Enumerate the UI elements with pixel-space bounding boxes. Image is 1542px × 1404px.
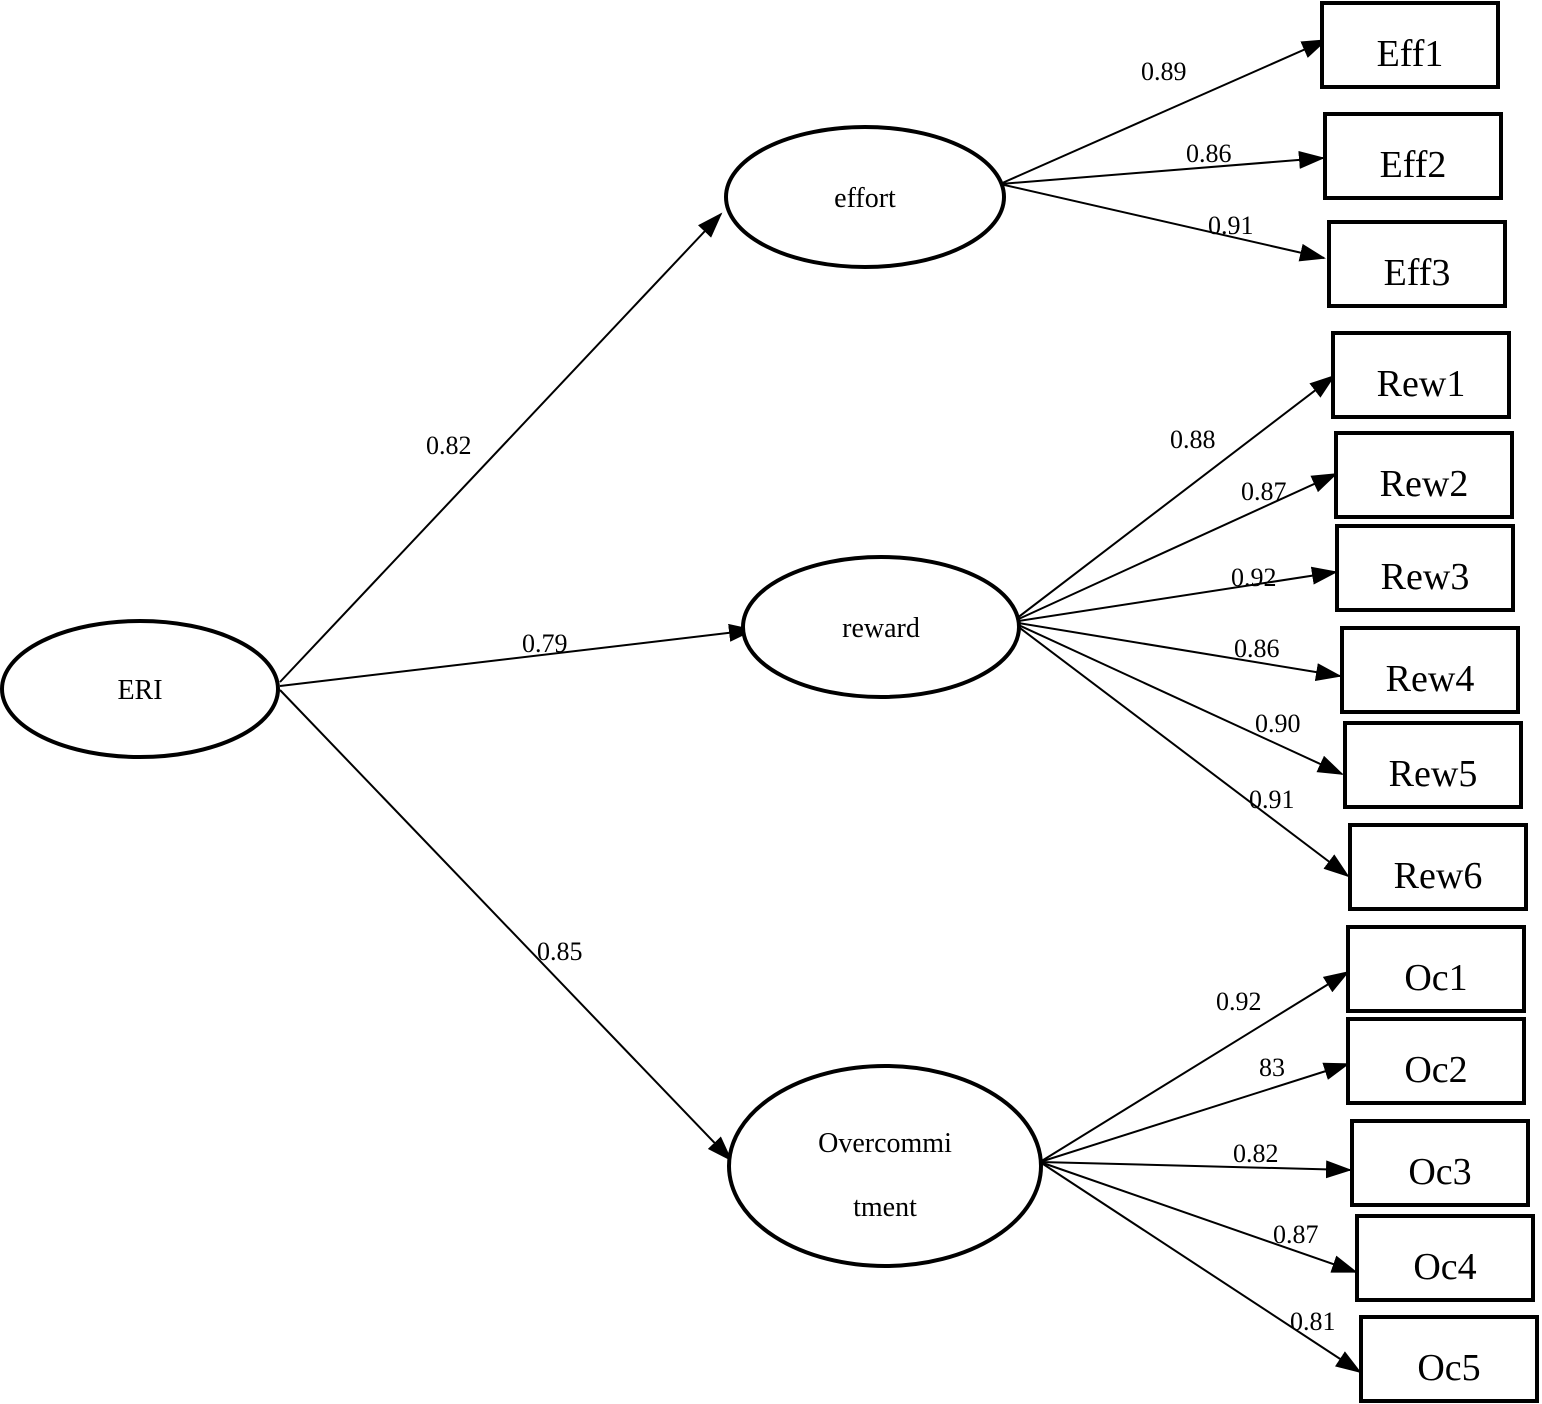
rew1-label: Rew1 xyxy=(1377,363,1466,405)
observed-rew5: Rew5 xyxy=(1343,721,1523,809)
observed-eff3: Eff3 xyxy=(1327,220,1507,308)
coef-reward-rew5: 0.90 xyxy=(1255,709,1301,738)
path-overcommitment-oc1 xyxy=(1039,970,1350,1163)
latent-effort: effort xyxy=(724,125,1006,269)
coef-eri-effort: 0.82 xyxy=(426,431,472,460)
latent-eri: ERI xyxy=(0,619,280,759)
coef-overcommitment-oc5: 0.81 xyxy=(1290,1307,1336,1336)
path-effort-eff1 xyxy=(999,39,1328,185)
eri-label: ERI xyxy=(117,675,162,706)
observed-rew4: Rew4 xyxy=(1340,626,1520,714)
oc5-box xyxy=(1359,1315,1539,1403)
oc2-label: Oc2 xyxy=(1404,1049,1467,1091)
coef-effort-eff3: 0.91 xyxy=(1208,211,1254,240)
observed-rew6: Rew6 xyxy=(1348,823,1528,911)
eff2-label: Eff2 xyxy=(1380,144,1447,186)
edges xyxy=(279,39,1362,1374)
oc2-box xyxy=(1346,1017,1526,1105)
observed-oc4: Oc4 xyxy=(1355,1214,1535,1302)
path-overcommitment-oc2 xyxy=(1039,1062,1350,1163)
oc1-box xyxy=(1346,925,1526,1013)
effort-label: effort xyxy=(834,183,896,214)
coef-reward-rew2: 0.87 xyxy=(1241,477,1287,506)
eff2-box xyxy=(1323,112,1503,200)
rew6-box xyxy=(1348,823,1528,911)
overcommitment-label-line1: Overcommi xyxy=(818,1128,952,1159)
overcommitment-ellipse xyxy=(727,1064,1043,1268)
path-overcommitment-oc5 xyxy=(1039,1161,1362,1374)
rew4-box xyxy=(1340,626,1520,714)
path-effort-eff3 xyxy=(999,183,1326,262)
coef-overcommitment-oc1: 0.92 xyxy=(1216,987,1262,1016)
coef-reward-rew1: 0.88 xyxy=(1170,425,1216,454)
path-reward-rew5 xyxy=(1011,621,1344,775)
rew3-box xyxy=(1335,524,1515,612)
rew5-box xyxy=(1343,721,1523,809)
oc5-label: Oc5 xyxy=(1417,1347,1480,1389)
latent-reward: reward xyxy=(741,555,1021,699)
coefficients: 0.82 0.79 0.85 0.89 0.86 0.91 0.88 0.87 … xyxy=(426,57,1336,1336)
rew2-box xyxy=(1334,431,1514,519)
rew4-label: Rew4 xyxy=(1386,658,1475,700)
path-reward-rew4 xyxy=(1011,621,1342,681)
path-effort-eff2 xyxy=(999,150,1325,185)
latent-overcommitment: Overcommi tment xyxy=(727,1064,1043,1268)
eri-ellipse xyxy=(0,619,280,759)
rew2-label: Rew2 xyxy=(1380,463,1469,505)
reward-ellipse xyxy=(741,555,1021,699)
coef-reward-rew3: 0.92 xyxy=(1231,563,1277,592)
path-reward-rew1 xyxy=(1011,374,1336,623)
path-overcommitment-oc3 xyxy=(1039,1160,1352,1179)
effort-ellipse xyxy=(724,125,1006,269)
oc3-label: Oc3 xyxy=(1408,1151,1471,1193)
rew6-label: Rew6 xyxy=(1394,855,1483,897)
rew5-label: Rew5 xyxy=(1389,753,1478,795)
path-reward-rew3 xyxy=(1011,566,1338,623)
coef-effort-eff1: 0.89 xyxy=(1141,57,1187,86)
oc1-label: Oc1 xyxy=(1404,957,1467,999)
path-eri-overcommitment xyxy=(279,689,733,1162)
eff1-box xyxy=(1320,1,1500,89)
oc4-box xyxy=(1355,1214,1535,1302)
coef-overcommitment-oc2: 83 xyxy=(1259,1053,1285,1082)
observed-oc3: Oc3 xyxy=(1350,1119,1530,1207)
oc4-label: Oc4 xyxy=(1413,1246,1476,1288)
coef-overcommitment-oc4: 0.87 xyxy=(1273,1220,1319,1249)
path-reward-rew6 xyxy=(1011,621,1350,878)
path-eri-effort xyxy=(279,212,723,683)
observed-oc1: Oc1 xyxy=(1346,925,1526,1013)
coef-effort-eff2: 0.86 xyxy=(1186,139,1232,168)
observed-rew1: Rew1 xyxy=(1331,331,1511,419)
oc3-box xyxy=(1350,1119,1530,1207)
coef-reward-rew4: 0.86 xyxy=(1234,634,1280,663)
reward-label: reward xyxy=(842,613,920,644)
observed-rew2: Rew2 xyxy=(1334,431,1514,519)
observed-oc5: Oc5 xyxy=(1359,1315,1539,1403)
coef-eri-reward: 0.79 xyxy=(522,629,568,658)
eff3-box xyxy=(1327,220,1507,308)
coef-overcommitment-oc3: 0.82 xyxy=(1233,1139,1279,1168)
eff1-label: Eff1 xyxy=(1377,33,1444,75)
path-overcommitment-oc4 xyxy=(1039,1161,1358,1273)
rew1-box xyxy=(1331,331,1511,419)
coef-eri-overcommitment: 0.85 xyxy=(537,937,583,966)
path-reward-rew2 xyxy=(1011,473,1338,623)
path-eri-reward xyxy=(279,623,755,687)
observed-oc2: Oc2 xyxy=(1346,1017,1526,1105)
observed-rew3: Rew3 xyxy=(1335,524,1515,612)
observed-eff1: Eff1 xyxy=(1320,1,1500,89)
observed-eff2: Eff2 xyxy=(1323,112,1503,200)
rew3-label: Rew3 xyxy=(1381,556,1470,598)
coef-reward-rew6: 0.91 xyxy=(1249,785,1295,814)
eff3-label: Eff3 xyxy=(1384,252,1451,294)
overcommitment-label-line2: tment xyxy=(853,1192,917,1223)
